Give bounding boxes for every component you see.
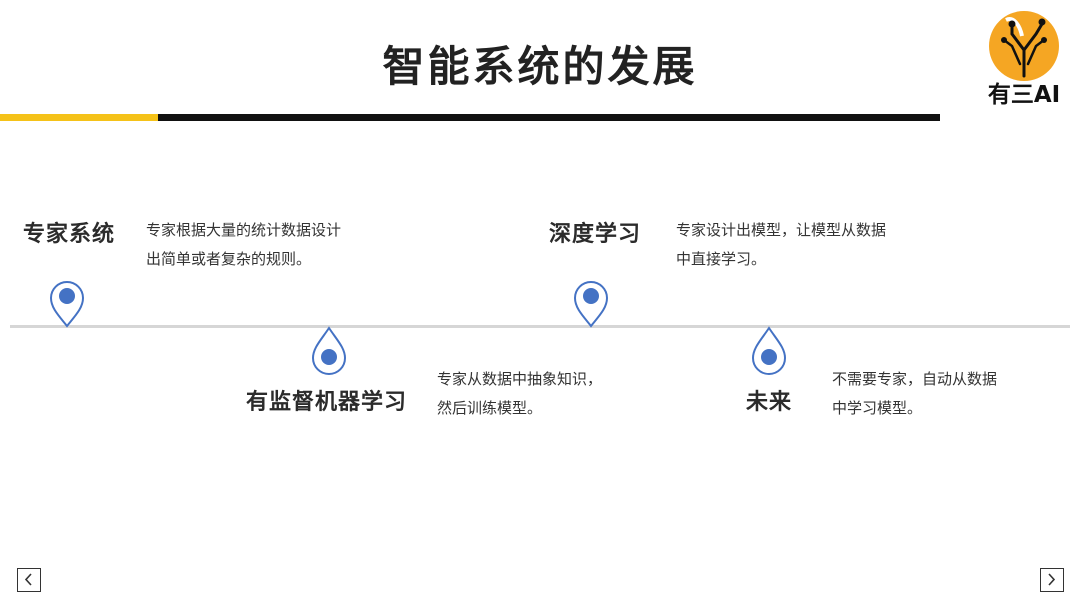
title-underline	[158, 114, 940, 121]
stage-desc-line: 专家从数据中抽象知识，	[437, 370, 603, 388]
stage-desc-line: 然后训练模型。	[437, 399, 543, 417]
stage-title-future: 未来	[746, 390, 793, 415]
slide-title: 智能系统的发展	[382, 42, 698, 91]
stage-desc-line: 中学习模型。	[832, 399, 923, 417]
stage-title-supervised-learning: 有监督机器学习	[246, 390, 408, 415]
chevron-left-icon	[24, 573, 32, 586]
drop-marker-icon	[751, 326, 787, 380]
map-pin-icon	[49, 278, 85, 332]
next-slide-button[interactable]	[1040, 568, 1064, 592]
stage-desc-line: 中直接学习。	[676, 250, 767, 268]
timeline-line	[10, 325, 1070, 328]
title-underline-accent	[0, 114, 158, 121]
stage-desc-deep-learning: 专家设计出模型，让模型从数据 中直接学习。	[676, 216, 886, 274]
brand-logo: 有三AI	[978, 6, 1070, 110]
brand-logo-text: 有三AI	[987, 82, 1061, 108]
previous-slide-button[interactable]	[17, 568, 41, 592]
stage-title-deep-learning: 深度学习	[549, 222, 642, 247]
brain-circuit-logo-icon	[989, 11, 1059, 81]
drop-marker-icon	[311, 326, 347, 380]
map-pin-icon	[573, 278, 609, 332]
chevron-right-icon	[1048, 573, 1056, 586]
stage-desc-line: 专家根据大量的统计数据设计	[146, 221, 342, 239]
stage-desc-line: 出简单或者复杂的规则。	[146, 250, 312, 268]
stage-desc-future: 不需要专家，自动从数据 中学习模型。	[832, 365, 997, 423]
stage-desc-supervised-learning: 专家从数据中抽象知识， 然后训练模型。	[437, 365, 602, 423]
stage-desc-expert-system: 专家根据大量的统计数据设计 出简单或者复杂的规则。	[146, 216, 341, 274]
stage-desc-line: 专家设计出模型，让模型从数据	[676, 221, 887, 239]
stage-desc-line: 不需要专家，自动从数据	[832, 370, 998, 388]
stage-title-expert-system: 专家系统	[23, 222, 116, 247]
